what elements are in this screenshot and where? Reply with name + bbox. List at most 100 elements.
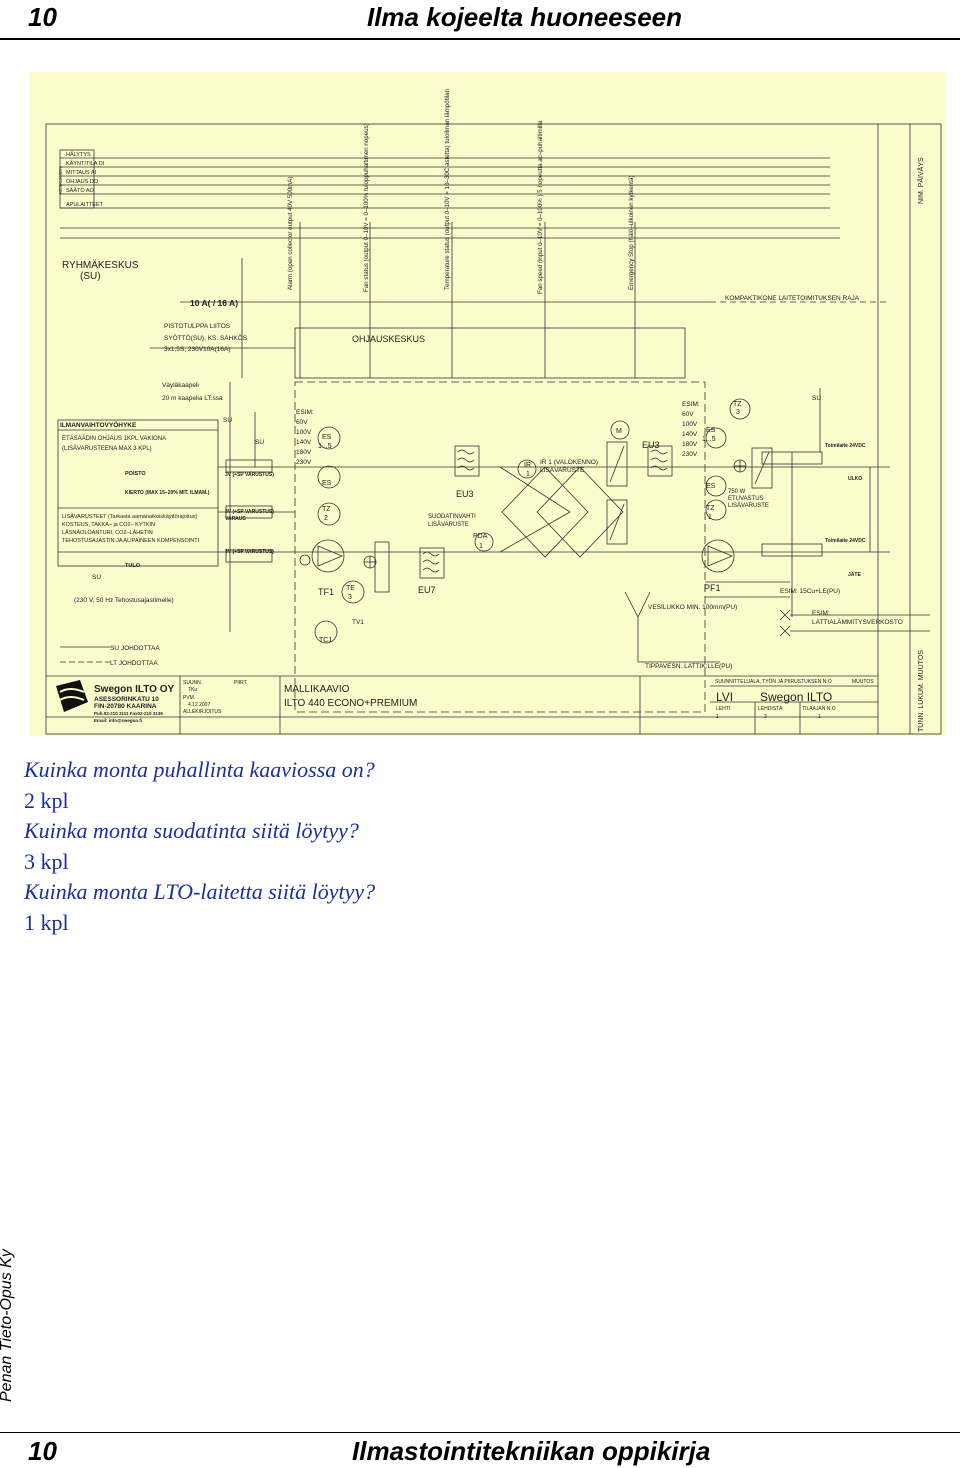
tz2-label: TZ [322, 506, 331, 513]
tz3-num: 3 [736, 409, 740, 416]
page-footer-title: Ilmastointitekniikan oppikirja [352, 1436, 711, 1466]
vesilukko [624, 591, 651, 618]
su-label-mid: SU [223, 417, 232, 424]
lehti-label: LEHTI [716, 706, 730, 712]
lvi-label: LVI [716, 690, 733, 704]
su-label-left: SU [92, 574, 101, 581]
esim-right-1: 60V [682, 411, 694, 418]
tulo-label: TULO [125, 563, 141, 569]
eu3-coil-top [454, 445, 480, 477]
pda1-num: 1 [479, 543, 483, 550]
group-row-6: APULAITTEET [66, 202, 104, 208]
ilmanvaihto-line-1: ETÄSÄÄDIN OHJAUS 1KPL VAKIONA [62, 435, 166, 442]
muutos-label: MUUTOS [852, 679, 874, 685]
esim-left-1: 60V [296, 419, 308, 426]
es-range-left-sub: 1...5 [318, 443, 332, 450]
lehti-value: 1 [716, 714, 719, 720]
ryhmakeskus-title: RYHMÄKESKUS [62, 259, 139, 271]
tc1-label: TC1 [319, 637, 332, 644]
mallikaavio-sub: ILTO 440 ECONO+PREMIUM [284, 698, 417, 709]
m-label: M [616, 428, 622, 435]
kompaktikone-label: KOMPAKTIKONE LAITETOIMITUKSEN RAJA [725, 295, 860, 302]
su-label-right: SU [812, 395, 821, 402]
allekirjoitus-label: ALLEKIRJOITUS [183, 709, 222, 715]
swegon-phone: Puh.02-210 3111 Fax02-210 3139 [94, 711, 163, 716]
toimilaite-2: Toimilaite 24VDC [825, 538, 866, 544]
right-top-label: NIM. PÄIVÄYS [917, 157, 925, 204]
vaylakaapeli-1: Väyläkaapeli [162, 382, 199, 389]
group-row-1: HÄLYTYS [66, 151, 91, 158]
lisavarusteet-2: KOSTEUS, TAKKA– ja CO2– KYTKIN [62, 522, 155, 528]
tv1-label: TV1 [352, 619, 364, 626]
te3-num: 3 [348, 594, 352, 601]
lattia-2: LATTIALÄMMITYSVERKOSTO [812, 618, 903, 626]
eu3-label-right: EU3 [642, 440, 660, 450]
esim-left-4: 180V [296, 449, 312, 456]
question-answer-block: Kuinka monta puhallinta kaaviossa on? 2 … [24, 755, 375, 938]
lisavarusteet-4: TEHOSTUSAJASTIN JA ALIPAINEEN KOMPENSOIN… [62, 538, 200, 544]
unit-boundary [294, 381, 706, 713]
signal-fan-status: Fan status (output 0–10V = 0–100% tulopp… [363, 123, 370, 292]
ir1-num: 1 [526, 471, 530, 478]
answer-3: 1 kpl [24, 909, 69, 935]
tz2-num: 2 [324, 515, 328, 522]
right-bottom-label: TUNN. LUKUM. MUUTOS [918, 650, 925, 732]
su-label-mid2: SU [255, 439, 264, 446]
fan-supply [311, 539, 345, 573]
tf1-label: TF1 [318, 587, 334, 597]
question-3: Kuinka monta LTO-laitetta siitä löytyy? [24, 879, 376, 904]
lisavarusteet-1: LISÄVARUSTEET (Tarkasta aamanaikoiskäytt… [62, 513, 197, 520]
te3-label: TE [346, 585, 355, 592]
varustus-3: 3V (+SP VARUSTUS) [225, 549, 274, 555]
varustus-1: 3V (+SP VARUSTUS) [225, 472, 274, 478]
esim-right-2: 100V [682, 421, 698, 428]
question-2: Kuinka monta suodatinta siitä löytyy? [24, 818, 359, 843]
etuvastus-2: ETUVASTUS [728, 496, 764, 502]
pf1-label: PF1 [704, 583, 721, 593]
piirt-label: PIIRT. [234, 680, 248, 686]
group-row-5: SÄÄTÖ AO [66, 187, 95, 194]
suodatinvahti-2: LISÄVARUSTE [428, 521, 469, 528]
ryhmakeskus-sub: (SU) [80, 271, 101, 282]
tilaajan-label: TILAAJAN N:O [802, 706, 836, 712]
suunn-value: TKu [188, 687, 197, 693]
header-rule [0, 38, 960, 40]
tz1-num: 1 [708, 514, 712, 521]
varustus-2: 3V (+SP VARUSTUS) [225, 509, 274, 515]
eu3-label-mid: EU3 [456, 489, 474, 499]
esim-left-2: 100V [296, 429, 312, 436]
esim-right-3: 140V [682, 431, 698, 438]
esim-right-5: 230V [682, 451, 698, 458]
fan-exhaust [701, 539, 735, 573]
jate-label: JÄTE [848, 571, 861, 578]
fuse-label: 10 A( / 16 A) [190, 298, 238, 308]
es-range-right: ES [706, 427, 716, 434]
esim-left-3: 140V [296, 439, 312, 446]
swegon-address: ASESSORINKATU 10 [94, 696, 159, 703]
footer-rule [0, 1432, 960, 1433]
esim-left-5: 230V [296, 459, 312, 466]
lattia-1: ESIM: [812, 610, 830, 617]
esim-left-0: ESIM: [296, 409, 314, 416]
page-footer-number: 10 [28, 1436, 57, 1466]
eu3-coil-right [647, 445, 673, 477]
toimilaite-1: Toimilaite 24VDC [825, 443, 866, 449]
mallikaavio-title: MALLIKAAVIO [284, 684, 350, 695]
answer-2: 3 kpl [24, 848, 69, 874]
esim-15cu: ESIM: 15Cu+LE(PU) [780, 588, 840, 595]
esim-right-0: ESIM: [682, 401, 700, 408]
lehdista-label: LEHDISTÄ [758, 705, 783, 712]
group-row-2: KÄYNTITILA DI [66, 160, 105, 167]
pvm-label: PVM. [183, 695, 195, 701]
ilmanvaihto-line-2: (LISÄVARUSTEENA MAX 3 KPL) [62, 445, 152, 452]
signal-fan-speed: Fan speed (input 0–10V = 0–100% ) 5 nope… [537, 120, 544, 294]
es-right: ES [706, 483, 716, 490]
tilaajan-value: 1 [818, 714, 821, 720]
ir1-desc-2: LISÄVARUSTE [540, 466, 585, 474]
lehdista-value: 3 [764, 714, 767, 720]
signal-emergency: Emergency Stop (hälö–ulkoinen kytkentä) [628, 175, 635, 290]
ir1-label: IR [524, 462, 531, 469]
swegon-name: Swegon ILTO OY [94, 684, 175, 695]
lt-johdottaa: LT JOHDOTTAA [110, 660, 158, 667]
page-header-title: Ilma kojeelta huoneeseen [366, 2, 682, 32]
